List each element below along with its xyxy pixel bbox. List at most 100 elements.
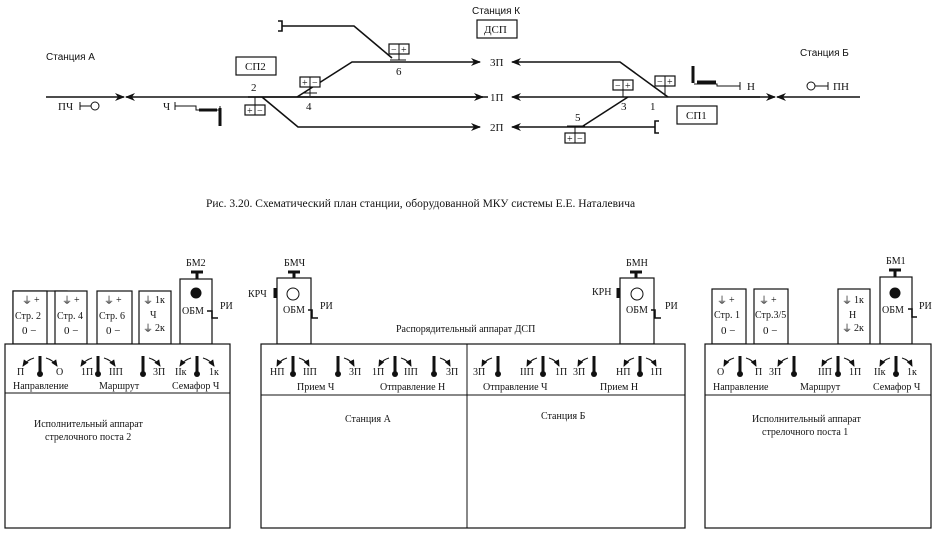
track-3p-left: [296, 58, 481, 98]
svg-text:+: +: [771, 295, 777, 306]
dsp-body-station-a: Станция А: [345, 414, 392, 425]
lever-otpravlenie-ch-route[interactable]: IIП 1П: [520, 356, 567, 378]
svg-text:−: −: [657, 77, 663, 88]
switch-2-box: + −: [244, 96, 266, 117]
group-direction: Направление: [13, 381, 69, 392]
group-route: Маршрут: [99, 381, 140, 392]
lever-route[interactable]: 1П IIП: [80, 356, 123, 378]
lever-priem-n-3p[interactable]: 3П: [573, 356, 597, 378]
lever-route-3p[interactable]: 3П: [769, 356, 797, 378]
group-priem-ch: Прием Ч: [297, 382, 335, 393]
key-icon: ⏚: [842, 323, 852, 335]
lever-otpravlenie-ch[interactable]: 3П: [473, 356, 501, 378]
ri-label: РИ: [220, 301, 233, 312]
svg-text:−: −: [577, 134, 583, 145]
sp1-label: СП1: [686, 110, 707, 122]
svg-text:+: +: [667, 77, 673, 88]
switch-6-number: 6: [396, 66, 402, 78]
svg-text:Н: Н: [747, 81, 755, 93]
lever-priem-n[interactable]: НП 1П: [616, 356, 662, 378]
signal-pch: ПЧ: [58, 101, 100, 113]
figure-caption: Рис. 3.20. Схематический план станции, о…: [206, 198, 635, 210]
svg-text:+: +: [567, 134, 573, 145]
switch-cell-1-content: ⏚ + Стр. 1 0 −: [714, 295, 740, 337]
svg-text:Стр. 6: Стр. 6: [99, 311, 125, 322]
lever-semaphore-ch[interactable]: IIк 1к: [175, 356, 219, 378]
obm-lamp-lit-icon: [889, 287, 901, 299]
station-a-label: Станция А: [46, 52, 95, 63]
obm-label: ОБМ: [182, 306, 204, 317]
svg-text:3П: 3П: [573, 367, 585, 378]
siding-6-buffer: [278, 20, 283, 32]
svg-text:IIП: IIП: [520, 367, 534, 378]
lever-priem-ch-3p[interactable]: 3П: [335, 356, 361, 378]
svg-text:0 −: 0 −: [106, 325, 120, 337]
track-2p-label: 2П: [490, 122, 504, 134]
lever-route-3p[interactable]: 3П: [140, 356, 165, 378]
lever-direction[interactable]: П О: [17, 356, 63, 378]
obm-label: ОБМ: [283, 305, 305, 316]
dsp-body-station-b: Станция Б: [541, 411, 586, 422]
switch-cell-6-content: ⏚ + Стр. 6 0 −: [99, 295, 125, 337]
switch-cell-3-5: [753, 288, 789, 345]
svg-text:Стр. 1: Стр. 1: [714, 310, 740, 321]
lever-direction[interactable]: О П: [717, 356, 762, 378]
key-cell-n: [837, 288, 871, 345]
svg-text:О: О: [56, 367, 63, 378]
key-icon: ⏚: [717, 295, 727, 307]
bm2-label: БМ2: [186, 258, 206, 269]
svg-text:П: П: [17, 367, 24, 378]
track-3p-right: [511, 58, 669, 98]
switch-cell-2-content: ⏚ + Стр. 2 0 −: [15, 295, 41, 337]
svg-text:1П: 1П: [372, 367, 384, 378]
switch-4-number: 4: [306, 101, 312, 113]
bmn-label: БМН: [626, 258, 648, 269]
svg-text:+: +: [625, 81, 631, 92]
svg-text:2к: 2к: [854, 323, 864, 334]
key-icon: ⏚: [22, 295, 32, 307]
svg-text:+: +: [247, 106, 253, 117]
ri-button-icon: [908, 308, 917, 318]
signal-pch-lamp-icon: [90, 101, 100, 111]
station-k-label: Станция К: [472, 6, 520, 17]
bmch-label: БМЧ: [284, 258, 306, 269]
sp2-box: [235, 56, 277, 76]
svg-text:+: +: [116, 295, 122, 306]
svg-text:1к: 1к: [209, 367, 219, 378]
svg-text:НП: НП: [616, 367, 630, 378]
switch-4-box: + −: [299, 76, 321, 96]
post-1-body-line1: Исполнительный аппарат: [752, 414, 861, 425]
switch-1-box: − +: [654, 75, 676, 96]
switch-2-number: 2: [251, 82, 257, 94]
lever-priem-ch[interactable]: НП IIП: [270, 356, 317, 378]
switch-cell-4-content: ⏚ + Стр. 4 0 −: [57, 295, 83, 337]
key-cell-ch: [138, 290, 172, 345]
svg-text:3П: 3П: [349, 367, 361, 378]
svg-text:1П: 1П: [650, 367, 662, 378]
svg-text:2к: 2к: [155, 323, 165, 334]
group-otpravlenie-n: Отправление Н: [380, 382, 445, 393]
group-semaphore: Семафор Ч: [873, 382, 921, 393]
lever-otpravlenie-n[interactable]: 1П IIП: [372, 356, 418, 378]
svg-text:3П: 3П: [769, 367, 781, 378]
obm-cell-content: БМ2 ОБМ РИ: [182, 258, 233, 319]
lever-route[interactable]: IIП 1П: [818, 356, 861, 378]
obm-cell-n: [619, 277, 655, 345]
post-2-body-line1: Исполнительный аппарат: [34, 419, 143, 430]
lever-otpravlenie-n-3p[interactable]: 3П: [431, 356, 458, 378]
svg-text:IIП: IIП: [818, 367, 832, 378]
group-direction: Направление: [713, 382, 769, 393]
obm-cell-content: БМ1 ОБМ РИ: [882, 256, 932, 318]
key-icon: ⏚: [143, 323, 153, 335]
station-b-label: Станция Б: [800, 48, 849, 59]
siding-2p-buffer: [654, 120, 659, 134]
ri-button-icon: [308, 309, 318, 319]
track-scheme: Станция А Станция К Станция Б ДСП СП2 СП…: [46, 6, 860, 145]
lever-semaphore[interactable]: IIк 1к: [874, 356, 917, 378]
svg-text:3П: 3П: [446, 367, 458, 378]
svg-text:ПЧ: ПЧ: [58, 101, 73, 113]
svg-text:+: +: [729, 295, 735, 306]
svg-text:П: П: [755, 367, 762, 378]
key-icon: ⏚: [62, 295, 72, 307]
krn-label: КРН: [592, 287, 611, 298]
